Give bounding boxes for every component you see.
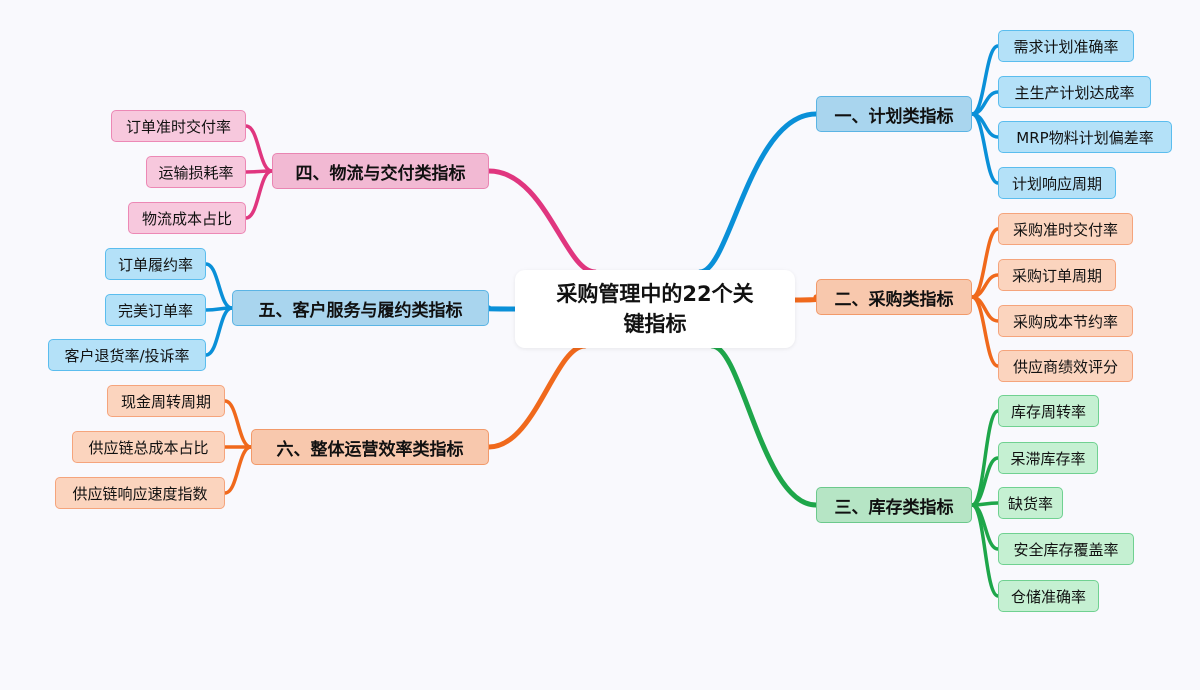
subtopic-item[interactable]: 供应链总成本占比 [72,431,225,463]
subtopic-item[interactable]: 订单履约率 [105,248,206,280]
subtopic-item[interactable]: 客户退货率/投诉率 [48,339,206,371]
branch-connector-4 [486,168,598,275]
subtopic-connector [204,262,234,310]
subtopic-item[interactable]: 主生产计划达成率 [998,76,1151,108]
subtopic-connector [970,112,1000,185]
subtopic-connector [223,399,253,449]
subtopic-item[interactable]: 采购订单周期 [998,259,1116,291]
branch-topic-3[interactable]: 三、库存类指标 [816,487,972,523]
subtopic-item[interactable]: 供应链响应速度指数 [55,477,225,509]
subtopic-item[interactable]: 订单准时交付率 [111,110,246,142]
subtopic-item[interactable]: MRP物料计划偏差率 [998,121,1172,153]
subtopic-item[interactable]: 缺货率 [998,487,1063,519]
subtopic-item[interactable]: 需求计划准确率 [998,30,1134,62]
subtopic-item[interactable]: 现金周转周期 [107,385,225,417]
subtopic-item[interactable]: 库存周转率 [998,395,1099,427]
subtopic-item[interactable]: 物流成本占比 [128,202,246,234]
subtopic-item[interactable]: 呆滞库存率 [998,442,1098,474]
subtopic-item[interactable]: 供应商绩效评分 [998,350,1133,382]
central-topic-line2: 键指标 [623,312,687,336]
branch-topic-2[interactable]: 二、采购类指标 [816,279,972,315]
subtopic-item[interactable]: 安全库存覆盖率 [998,533,1134,565]
subtopic-item[interactable]: 仓储准确率 [998,580,1099,612]
subtopic-connector [970,295,1000,368]
subtopic-item[interactable]: 采购成本节约率 [998,305,1133,337]
central-topic[interactable]: 采购管理中的22个关 键指标 [515,270,795,348]
branch-topic-5[interactable]: 五、客户服务与履约类指标 [232,290,489,326]
subtopic-item[interactable]: 计划响应周期 [998,167,1116,199]
subtopic-item[interactable]: 完美订单率 [105,294,206,326]
subtopic-item[interactable]: 采购准时交付率 [998,213,1133,245]
subtopic-connector [223,445,253,495]
branch-topic-6[interactable]: 六、整体运营效率类指标 [251,429,489,465]
subtopic-item[interactable]: 运输损耗率 [146,156,246,188]
branch-connector-1 [697,111,819,275]
subtopic-connector [970,503,1000,598]
central-topic-line1: 采购管理中的22个关 [556,282,754,306]
branch-connector-6 [486,343,588,450]
branch-topic-4[interactable]: 四、物流与交付类指标 [272,153,489,189]
branch-connector-3 [709,343,819,508]
branch-topic-1[interactable]: 一、计划类指标 [816,96,972,132]
subtopic-connector [204,306,234,357]
subtopic-connector [244,124,274,173]
subtopic-connector [244,169,274,220]
